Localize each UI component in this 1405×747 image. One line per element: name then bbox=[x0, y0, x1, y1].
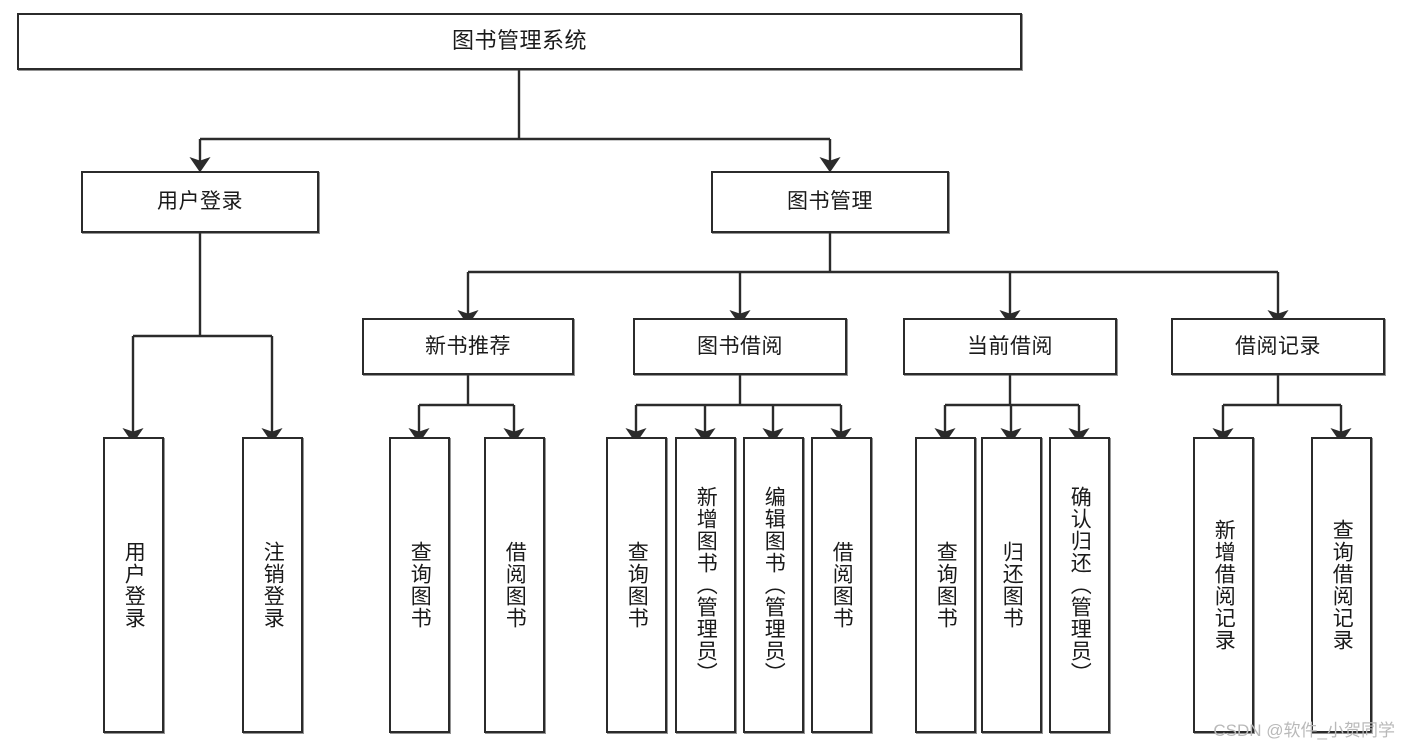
node-leaf-confirm-return[interactable]: 确认归还（管理员） bbox=[1049, 437, 1110, 733]
node-leaf-query-book-2[interactable]: 查询图书 bbox=[606, 437, 667, 733]
node-leaf-borrow-book-2[interactable]: 借阅图书 bbox=[811, 437, 872, 733]
node-leaf-return-book[interactable]: 归还图书 bbox=[981, 437, 1042, 733]
node-borrow-record[interactable]: 借阅记录 bbox=[1171, 318, 1385, 375]
node-leaf-query-book-1-label: 查询图书 bbox=[408, 541, 432, 629]
node-current-borrow[interactable]: 当前借阅 bbox=[903, 318, 1117, 375]
node-leaf-add-record-label: 新增借阅记录 bbox=[1212, 519, 1236, 651]
node-leaf-add-book[interactable]: 新增图书（管理员） bbox=[675, 437, 736, 733]
node-leaf-query-book-2-label: 查询图书 bbox=[625, 541, 649, 629]
node-book-manage[interactable]: 图书管理 bbox=[711, 171, 949, 233]
node-root-label: 图书管理系统 bbox=[451, 28, 587, 54]
node-borrow-record-label: 借阅记录 bbox=[1235, 334, 1321, 358]
node-leaf-logout[interactable]: 注销登录 bbox=[242, 437, 303, 733]
node-new-book-recommend-label: 新书推荐 bbox=[425, 334, 511, 358]
node-book-manage-label: 图书管理 bbox=[787, 190, 873, 214]
node-leaf-query-book-1[interactable]: 查询图书 bbox=[389, 437, 450, 733]
node-leaf-edit-book-label: 编辑图书（管理员） bbox=[762, 486, 786, 684]
node-user-login-label: 用户登录 bbox=[157, 190, 243, 214]
node-leaf-return-book-label: 归还图书 bbox=[1000, 541, 1024, 629]
node-leaf-query-record[interactable]: 查询借阅记录 bbox=[1311, 437, 1372, 733]
node-leaf-query-record-label: 查询借阅记录 bbox=[1330, 519, 1354, 651]
node-new-book-recommend[interactable]: 新书推荐 bbox=[362, 318, 574, 375]
node-leaf-borrow-book-1[interactable]: 借阅图书 bbox=[484, 437, 545, 733]
node-book-borrow-label: 图书借阅 bbox=[697, 334, 783, 358]
node-leaf-borrow-book-2-label: 借阅图书 bbox=[830, 541, 854, 629]
node-root[interactable]: 图书管理系统 bbox=[17, 13, 1022, 70]
watermark: CSDN @软件_小贺同学 bbox=[1213, 721, 1395, 740]
node-current-borrow-label: 当前借阅 bbox=[967, 334, 1053, 358]
node-leaf-add-book-label: 新增图书（管理员） bbox=[694, 486, 718, 684]
node-leaf-user-login[interactable]: 用户登录 bbox=[103, 437, 164, 733]
node-leaf-add-record[interactable]: 新增借阅记录 bbox=[1193, 437, 1254, 733]
node-book-borrow[interactable]: 图书借阅 bbox=[633, 318, 847, 375]
node-leaf-logout-label: 注销登录 bbox=[261, 541, 285, 629]
node-leaf-query-book-3[interactable]: 查询图书 bbox=[915, 437, 976, 733]
node-user-login[interactable]: 用户登录 bbox=[81, 171, 319, 233]
node-leaf-query-book-3-label: 查询图书 bbox=[934, 541, 958, 629]
node-leaf-borrow-book-1-label: 借阅图书 bbox=[503, 541, 527, 629]
node-leaf-confirm-return-label: 确认归还（管理员） bbox=[1068, 486, 1092, 684]
node-leaf-edit-book[interactable]: 编辑图书（管理员） bbox=[743, 437, 804, 733]
node-leaf-user-login-label: 用户登录 bbox=[122, 541, 146, 629]
